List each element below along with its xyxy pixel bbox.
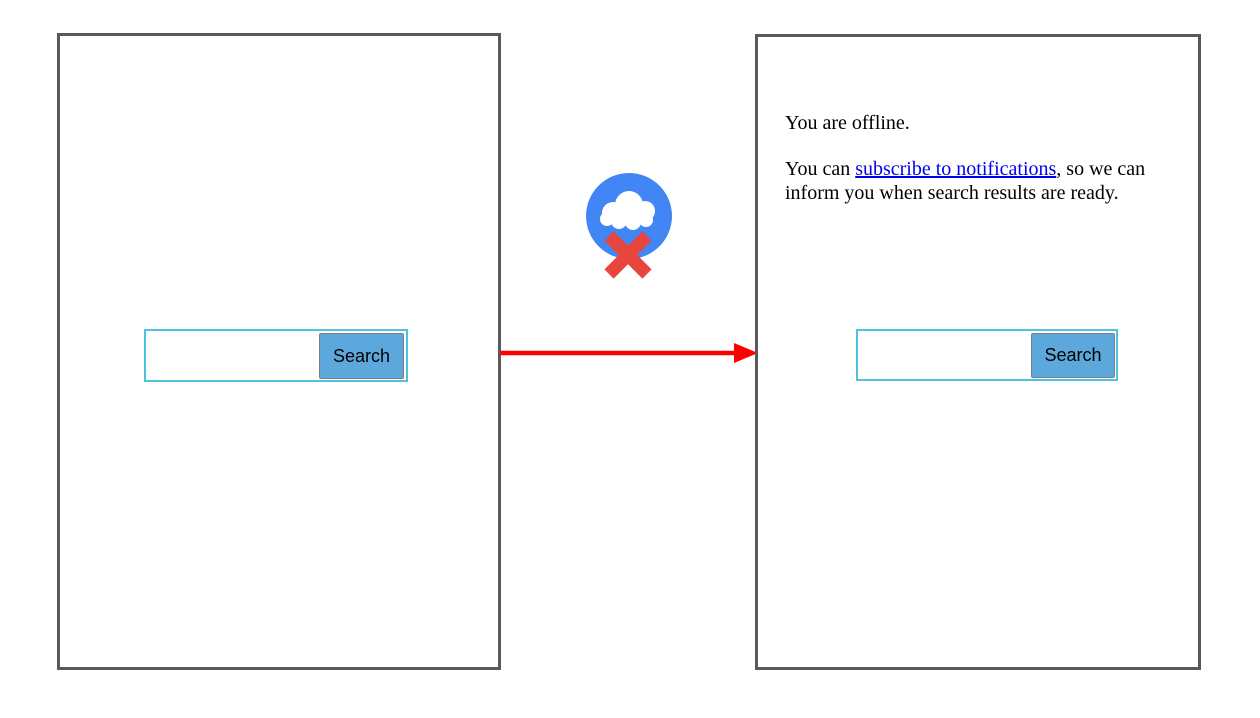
left-browser-frame: Search [57, 33, 501, 670]
subscribe-link[interactable]: subscribe to notifications [855, 158, 1057, 180]
search-button[interactable]: Search [319, 333, 404, 379]
right-browser-frame: You are offline. You can subscribe to no… [755, 34, 1201, 670]
notification-sentence: You can subscribe to notifications, so w… [785, 157, 1187, 205]
arrow-right-icon [500, 343, 758, 363]
notification-sentence-suffix: , so we can inform you when search resul… [785, 158, 1146, 204]
cloud-offline-icon [586, 173, 672, 279]
x-mark-icon [604, 231, 652, 279]
offline-status-text: You are offline. [785, 112, 910, 134]
notification-sentence-prefix: You can [785, 158, 856, 180]
search-button[interactable]: Search [1031, 333, 1115, 378]
cloud-shape [600, 191, 655, 230]
offline-message-block: You are offline. You can subscribe to no… [785, 111, 1187, 205]
